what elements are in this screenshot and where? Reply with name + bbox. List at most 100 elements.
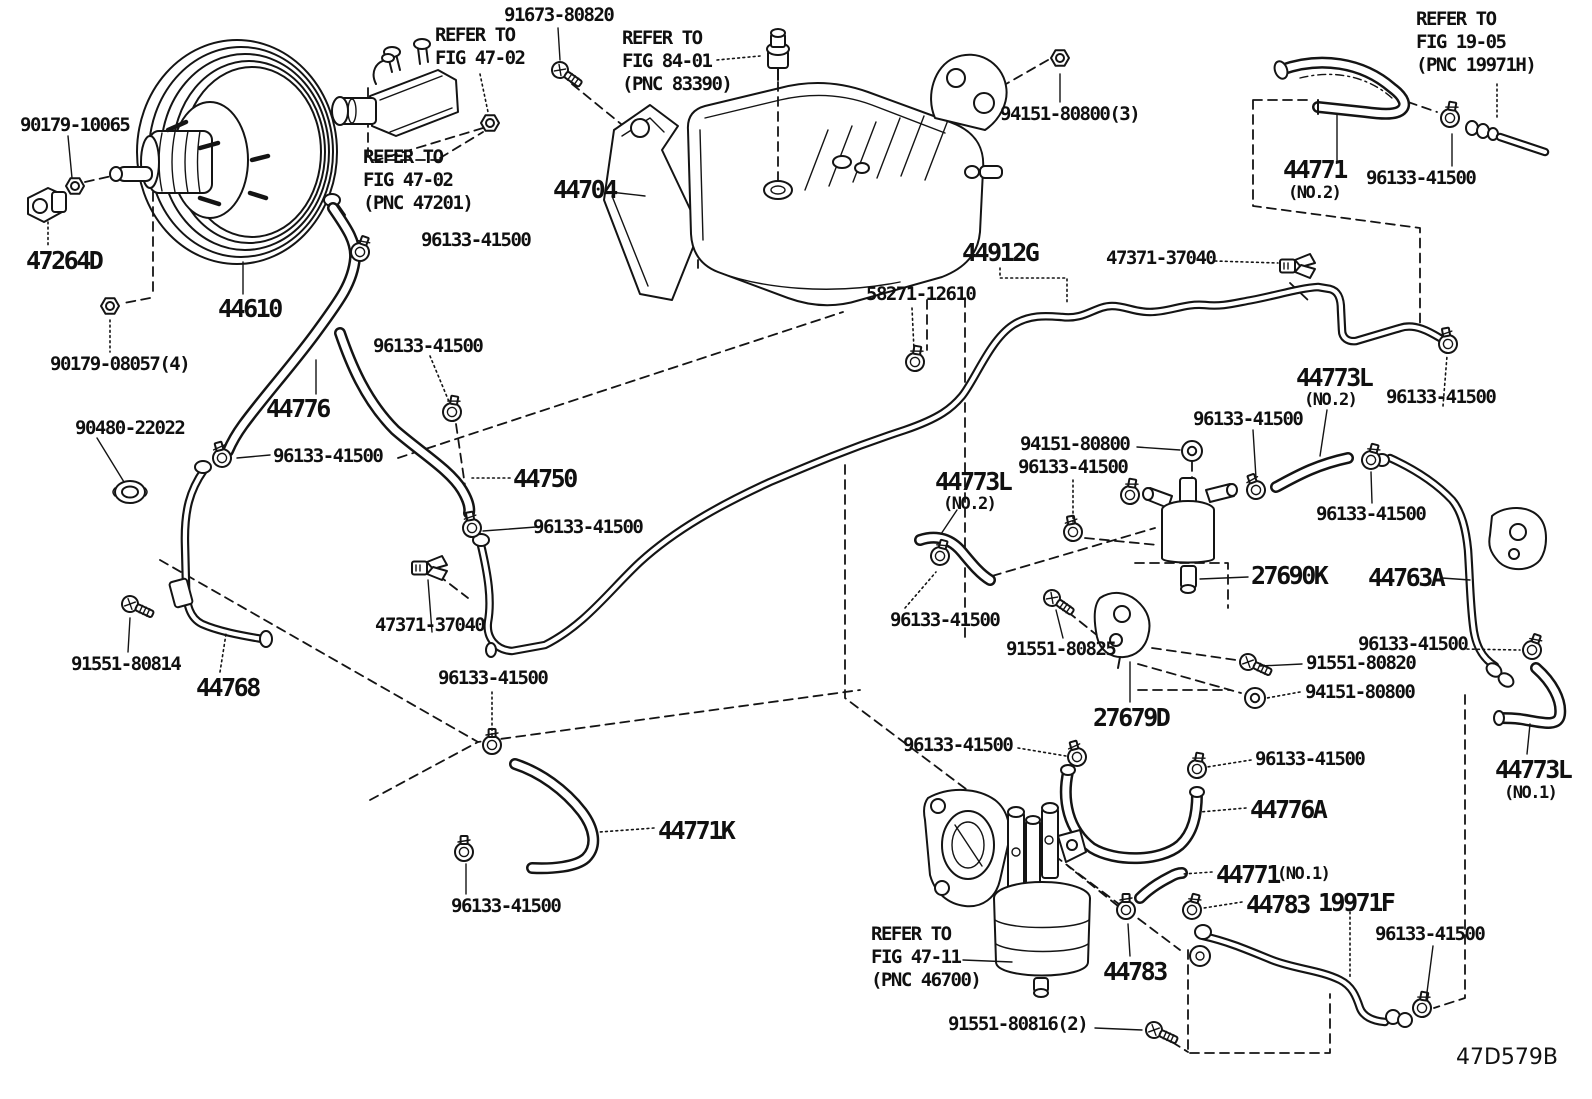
part-label: 44773L: [1296, 363, 1374, 392]
part-label: 44771: [1283, 155, 1348, 184]
clamp-96133-19971F: [1410, 989, 1435, 1020]
part-label: FIG 19-05: [1416, 31, 1507, 53]
clamp-96133-right-lower: [1519, 630, 1547, 663]
part-label: 27679D: [1093, 703, 1171, 732]
part-label: 96133-41500: [1386, 386, 1497, 408]
part-label: 91673-80820: [504, 4, 615, 26]
clamp-44783-right: [1179, 891, 1206, 923]
part-label: 47371-37040: [375, 614, 486, 636]
part-label: (NO.2): [943, 494, 997, 514]
clip-47371-top: [1279, 253, 1316, 279]
part-label: 96133-41500: [438, 667, 549, 689]
part-label: 91551-80816(2): [948, 1013, 1089, 1035]
bolt-91673-80820: [547, 57, 587, 92]
pipe-bracket-tab: [168, 577, 194, 609]
part-label: 58271-12610: [866, 283, 977, 305]
part-label: 44776A: [1250, 795, 1328, 824]
part-label: 44773L: [935, 467, 1013, 496]
part-label: 44912G: [962, 238, 1040, 267]
part-label: 96133-41500: [1193, 408, 1304, 430]
part-label: REFER TO: [871, 923, 952, 945]
part-label: (PNC 47201): [363, 192, 474, 214]
part-label: 96133-41500: [1316, 503, 1427, 525]
clamp-96133-44771K-bottom: [454, 835, 474, 862]
part-label: 94151-80800: [1305, 681, 1416, 703]
reservoir-tank: [686, 28, 1008, 307]
part-label: 91551-80814: [71, 653, 182, 675]
clamp-96133-fig1905: [1438, 99, 1463, 130]
pipe-19971F: [1198, 931, 1390, 1027]
part-label: 44768: [196, 673, 261, 702]
part-label: 96133-41500: [1018, 456, 1129, 478]
part-label: 91551-80820: [1306, 652, 1417, 674]
bolt-91551-80825: [1039, 585, 1079, 620]
part-label: REFER TO: [1416, 8, 1497, 30]
clamp-96133-44776A-left: [1063, 738, 1090, 770]
part-label: 47371-37040: [1106, 247, 1217, 269]
part-label: 96133-41500: [451, 895, 562, 917]
part-label: (NO.1): [1504, 783, 1558, 803]
clamp-96133-44771K-top: [482, 728, 502, 755]
clamp-96133-tube-right: [1435, 325, 1460, 356]
part-label: FIG 84-01: [622, 50, 713, 72]
clamp-96133-valve-hose: [1118, 476, 1143, 507]
part-label: 44771: [1216, 860, 1281, 889]
clamp-96133-44773L-right: [1241, 470, 1269, 503]
hose-44771-no2: [1275, 56, 1411, 120]
part-label: 96133-41500: [1358, 633, 1469, 655]
part-label: 96133-41500: [890, 609, 1001, 631]
part-label: 47264D: [26, 246, 104, 275]
part-label: 44763A: [1368, 563, 1446, 592]
part-label: 44610: [218, 294, 283, 323]
part-label: 44773L: [1495, 755, 1573, 784]
valve-27690K: [1142, 477, 1238, 594]
part-label: 96133-41500: [1255, 748, 1366, 770]
hose-44750: [334, 327, 476, 519]
leader-lines: [47, 27, 1531, 1031]
part-label: 96133-41500: [1366, 167, 1477, 189]
part-label: 96133-41500: [533, 516, 644, 538]
part-label: 44783: [1246, 890, 1311, 919]
part-label: (PNC 83390): [622, 73, 733, 95]
part-label: 96133-41500: [1375, 923, 1486, 945]
part-label: 96133-41500: [373, 335, 484, 357]
part-label: REFER TO: [435, 24, 516, 46]
part-label: (NO.1): [1277, 864, 1331, 884]
part-label: (PNC 46700): [871, 969, 982, 991]
part-label: 44783: [1103, 957, 1168, 986]
part-label: 96133-41500: [903, 734, 1014, 756]
nut-fig4702: [480, 114, 500, 132]
part-label: FIG 47-02: [435, 47, 526, 69]
part-label: (NO.2): [1304, 390, 1358, 410]
grommet-90480-22022: [112, 480, 148, 504]
bolt-91551-80814: [118, 592, 158, 623]
bracket-27679D: [1093, 592, 1151, 669]
bolt-91551-80816: [1142, 1018, 1182, 1049]
part-label: (NO.2): [1288, 183, 1342, 203]
part-label: 90179-10065: [20, 114, 131, 136]
clamp-44783-left: [1116, 893, 1136, 920]
part-label: 90480-22022: [75, 417, 186, 439]
part-label: 44776: [266, 394, 331, 423]
part-label: 44771K: [658, 816, 736, 845]
part-label: 96133-41500: [421, 229, 532, 251]
clamp-58271-12610: [903, 343, 928, 374]
nut-90179-08057: [100, 297, 120, 315]
drawing-number: 47D579B: [1456, 1045, 1559, 1070]
washer-94151-80800-right: [1244, 687, 1266, 709]
part-label: 91551-80825: [1006, 638, 1117, 660]
master-cylinder: [331, 38, 459, 137]
part-label: (PNC 19971H): [1416, 54, 1537, 76]
part-label: REFER TO: [363, 146, 444, 168]
part-label: 44750: [513, 464, 578, 493]
clevis-47264D: [27, 187, 67, 223]
part-label: 90179-08057(4): [50, 353, 191, 375]
part-label: 96133-41500: [273, 445, 384, 467]
part-label: FIG 47-02: [363, 169, 454, 191]
pipe-44768: [180, 465, 267, 644]
washer-94151-80800-center: [1181, 440, 1203, 462]
part-label: 19971F: [1318, 888, 1396, 917]
part-label: REFER TO: [622, 27, 703, 49]
bracket-44704: [603, 104, 701, 301]
clip-47371-bottom: [411, 555, 448, 581]
